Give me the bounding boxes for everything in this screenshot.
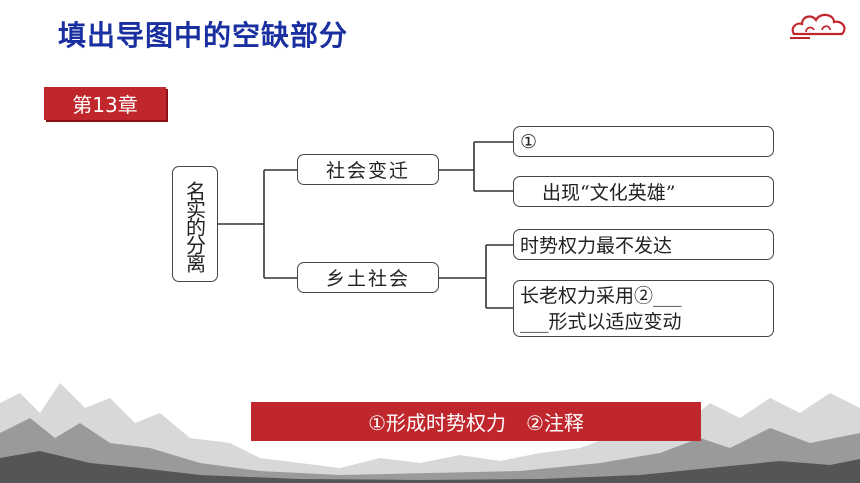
answer-2: ②注释 [526, 411, 584, 435]
answer-1: ①形成时势权力 [368, 411, 506, 435]
chapter-badge: 第13章 [44, 87, 166, 120]
leaf-elder-power: 长老权力采用②___ ___形式以适应变动 [513, 280, 774, 337]
mind-map-root: 名实的分离 [172, 166, 218, 282]
branch-social-change: 社会变迁 [297, 154, 439, 185]
leaf-power-least-developed: 时势权力最不发达 [513, 229, 774, 260]
page-title: 填出导图中的空缺部分 [58, 19, 349, 52]
branch-rural-society: 乡土社会 [297, 262, 439, 293]
leaf-elder-power-line-1: 长老权力采用②___ [520, 285, 682, 307]
answer-banner: ①形成时势权力 ②注释 [251, 402, 701, 441]
mountain-landscape [0, 383, 860, 483]
leaf-elder-power-line-2: ___形式以适应变动 [520, 311, 682, 333]
leaf-blank-1: ① [513, 126, 774, 157]
cloud-icon [790, 13, 846, 39]
leaf-culture-hero: 出现“文化英雄” [513, 176, 774, 207]
